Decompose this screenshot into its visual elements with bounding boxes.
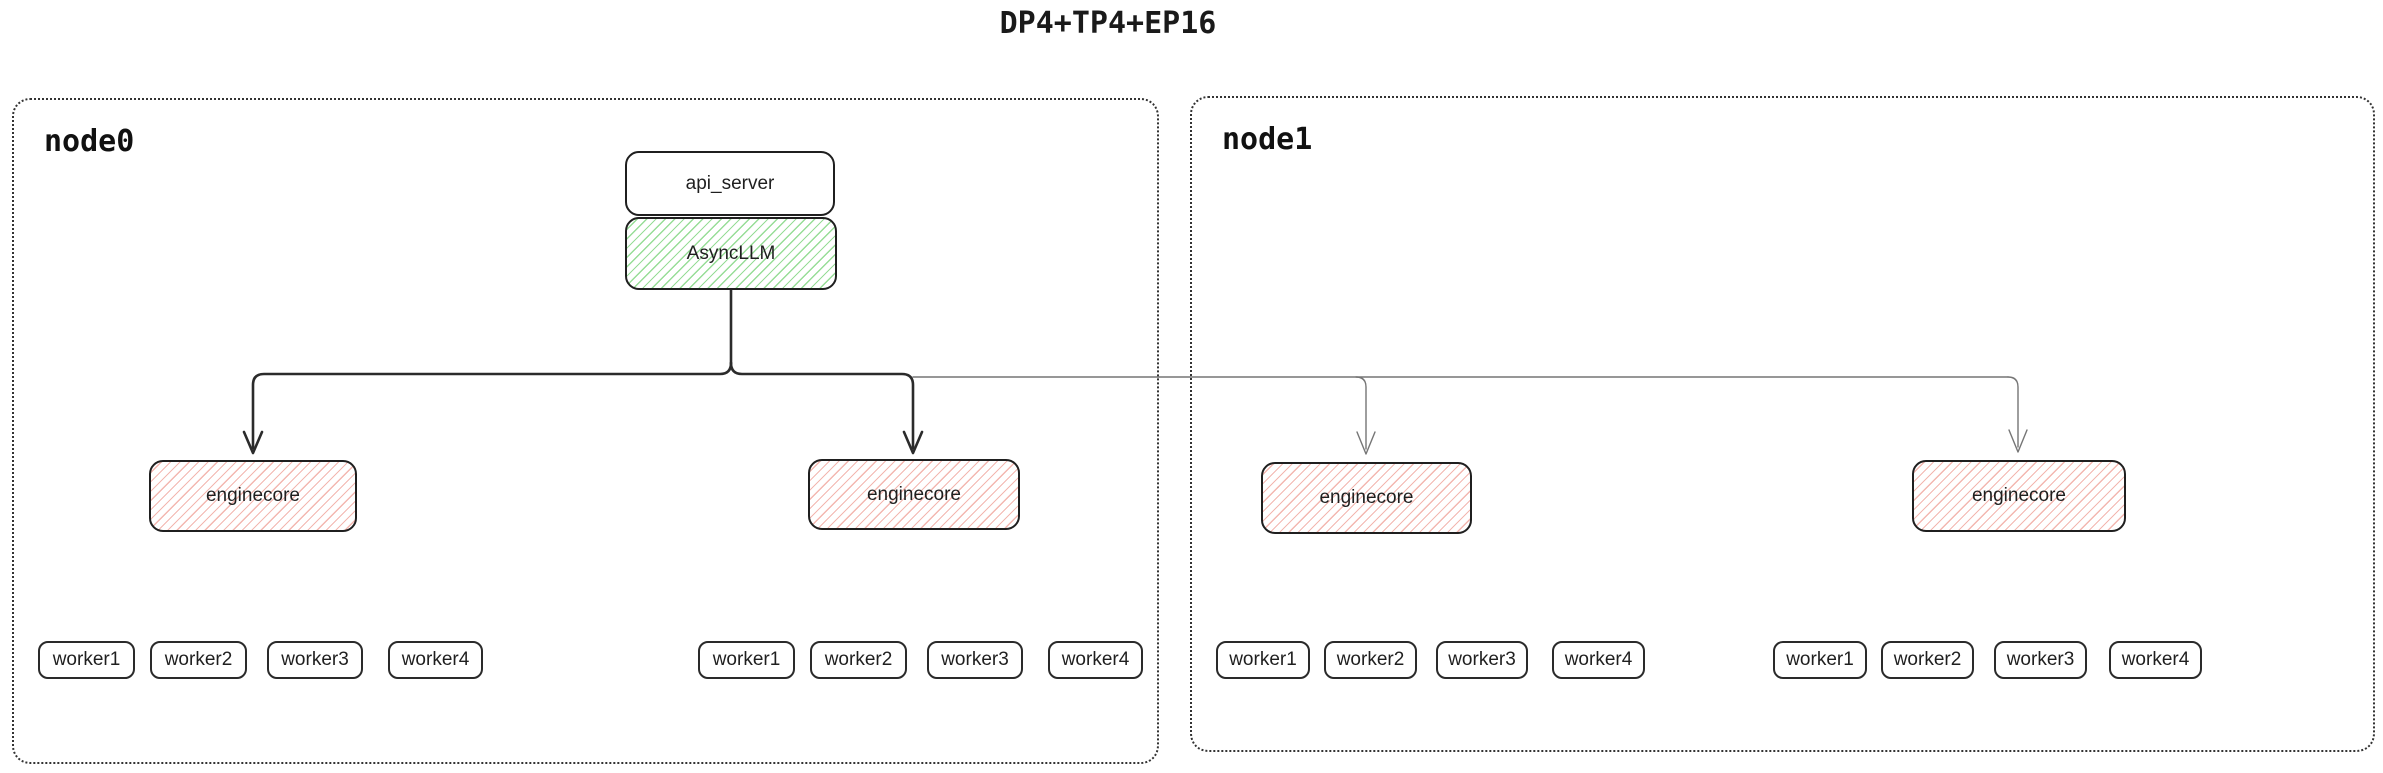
enginecore-label: enginecore <box>866 483 962 505</box>
connector-tree-remote <box>912 376 2028 455</box>
connector-branch-left <box>251 361 733 450</box>
worker-box: worker1 <box>38 641 135 679</box>
arrow-down-icon <box>2008 429 2028 453</box>
worker-box: worker2 <box>1881 641 1974 679</box>
asyncllm-label: AsyncLLM <box>686 242 776 264</box>
page-title: DP4+TP4+EP16 <box>999 6 1217 41</box>
worker-box: worker2 <box>1324 641 1417 679</box>
worker-box: worker4 <box>1048 641 1143 679</box>
worker-box: worker4 <box>1552 641 1645 679</box>
worker-box: worker2 <box>150 641 247 679</box>
worker-box: worker1 <box>1773 641 1867 679</box>
node0-label: node0 <box>44 124 135 159</box>
arrow-down-icon <box>242 430 264 455</box>
worker-box: worker3 <box>927 641 1023 679</box>
enginecore-label: enginecore <box>1971 485 2067 506</box>
api-server-label: api_server <box>685 172 775 194</box>
worker-box: worker4 <box>388 641 483 679</box>
connector-branch-ec3 <box>1355 376 1367 450</box>
enginecore-label: enginecore <box>1319 487 1414 508</box>
enginecore-box-1: enginecore <box>149 460 357 532</box>
worker-box: worker1 <box>1216 641 1310 679</box>
asyncllm-box: AsyncLLM <box>625 217 837 290</box>
worker-box: worker3 <box>1436 641 1528 679</box>
node1-label: node1 <box>1222 122 1313 157</box>
api-server-box: api_server <box>625 151 835 216</box>
worker-box: worker1 <box>698 641 795 679</box>
worker-box: worker2 <box>810 641 907 679</box>
node1-container: node1 <box>1190 96 2375 752</box>
worker-box: worker4 <box>2109 641 2202 679</box>
connector-tree <box>242 288 924 455</box>
arrow-down-icon <box>902 430 924 455</box>
enginecore-label: enginecore <box>205 485 301 506</box>
arrow-down-icon <box>1356 431 1376 455</box>
enginecore-box-2: enginecore <box>808 459 1020 530</box>
connector-branch-ec4 <box>2007 376 2019 448</box>
enginecore-box-4: enginecore <box>1912 460 2126 532</box>
node0-container: node0 <box>12 98 1159 764</box>
worker-box: worker3 <box>267 641 363 679</box>
worker-box: worker3 <box>1994 641 2087 679</box>
connector-branch-right <box>729 361 915 450</box>
enginecore-box-3: enginecore <box>1261 462 1472 534</box>
